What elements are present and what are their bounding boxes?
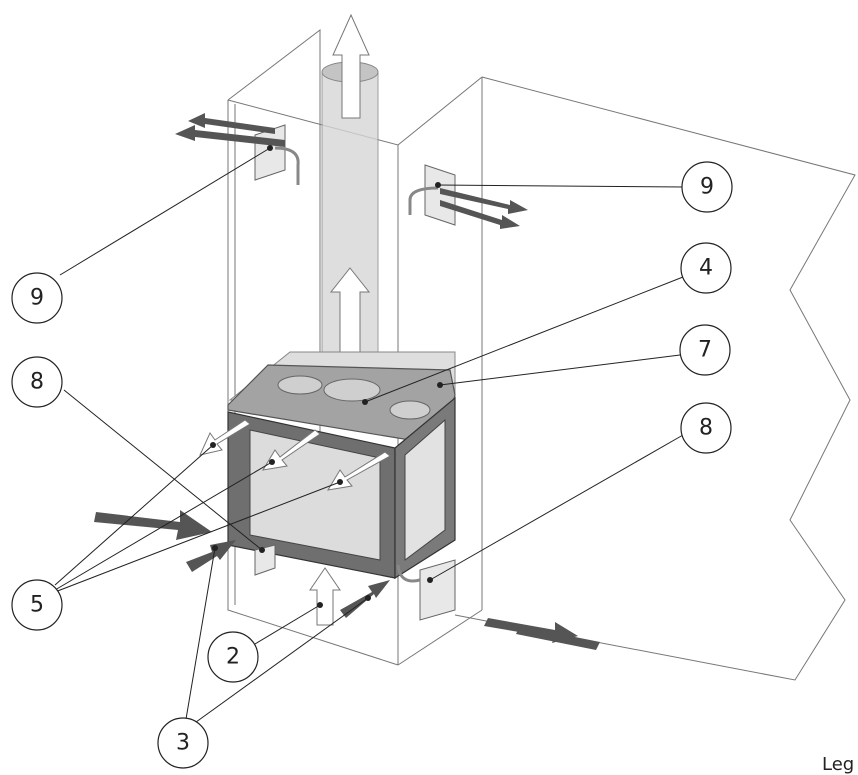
side-wall: [454, 76, 856, 681]
callout-label: 8: [30, 370, 44, 395]
leader-dots: [210, 145, 443, 608]
callout-label: 9: [30, 286, 44, 311]
ventilation-arrow: [309, 567, 341, 626]
callout-5: 5: [11, 579, 63, 631]
callout-8-right: 8: [680, 402, 732, 454]
callout-label: 5: [30, 593, 44, 618]
corner-caption: Leg: [822, 754, 855, 775]
callout-7: 7: [679, 324, 731, 376]
grilles: [254, 124, 456, 621]
lower-air-duct: [396, 564, 421, 583]
stove: [227, 351, 456, 580]
callout-label: 2: [226, 645, 240, 670]
air-inlet-arrows: [94, 510, 600, 650]
callout-label: 4: [699, 256, 713, 281]
callout-label: 7: [698, 338, 712, 363]
callout-2: 2: [207, 631, 259, 683]
flue-exhaust-arrow: [332, 13, 370, 119]
grille-bottom-left: [254, 544, 276, 576]
callout-8-left: 8: [11, 356, 63, 408]
hot-air-outlets: [175, 113, 528, 229]
grille-top-right: [424, 164, 456, 226]
leader-lines: [54, 147, 685, 731]
callout-label: 3: [176, 731, 190, 756]
callout-label: 8: [699, 416, 713, 441]
callout-label: 9: [700, 175, 714, 200]
callout-3: 3: [157, 717, 209, 769]
grille-bottom-right: [419, 559, 456, 621]
callout-4: 4: [680, 242, 732, 294]
callout-9-left: 9: [11, 272, 63, 324]
callout-9-right: 9: [681, 161, 733, 213]
